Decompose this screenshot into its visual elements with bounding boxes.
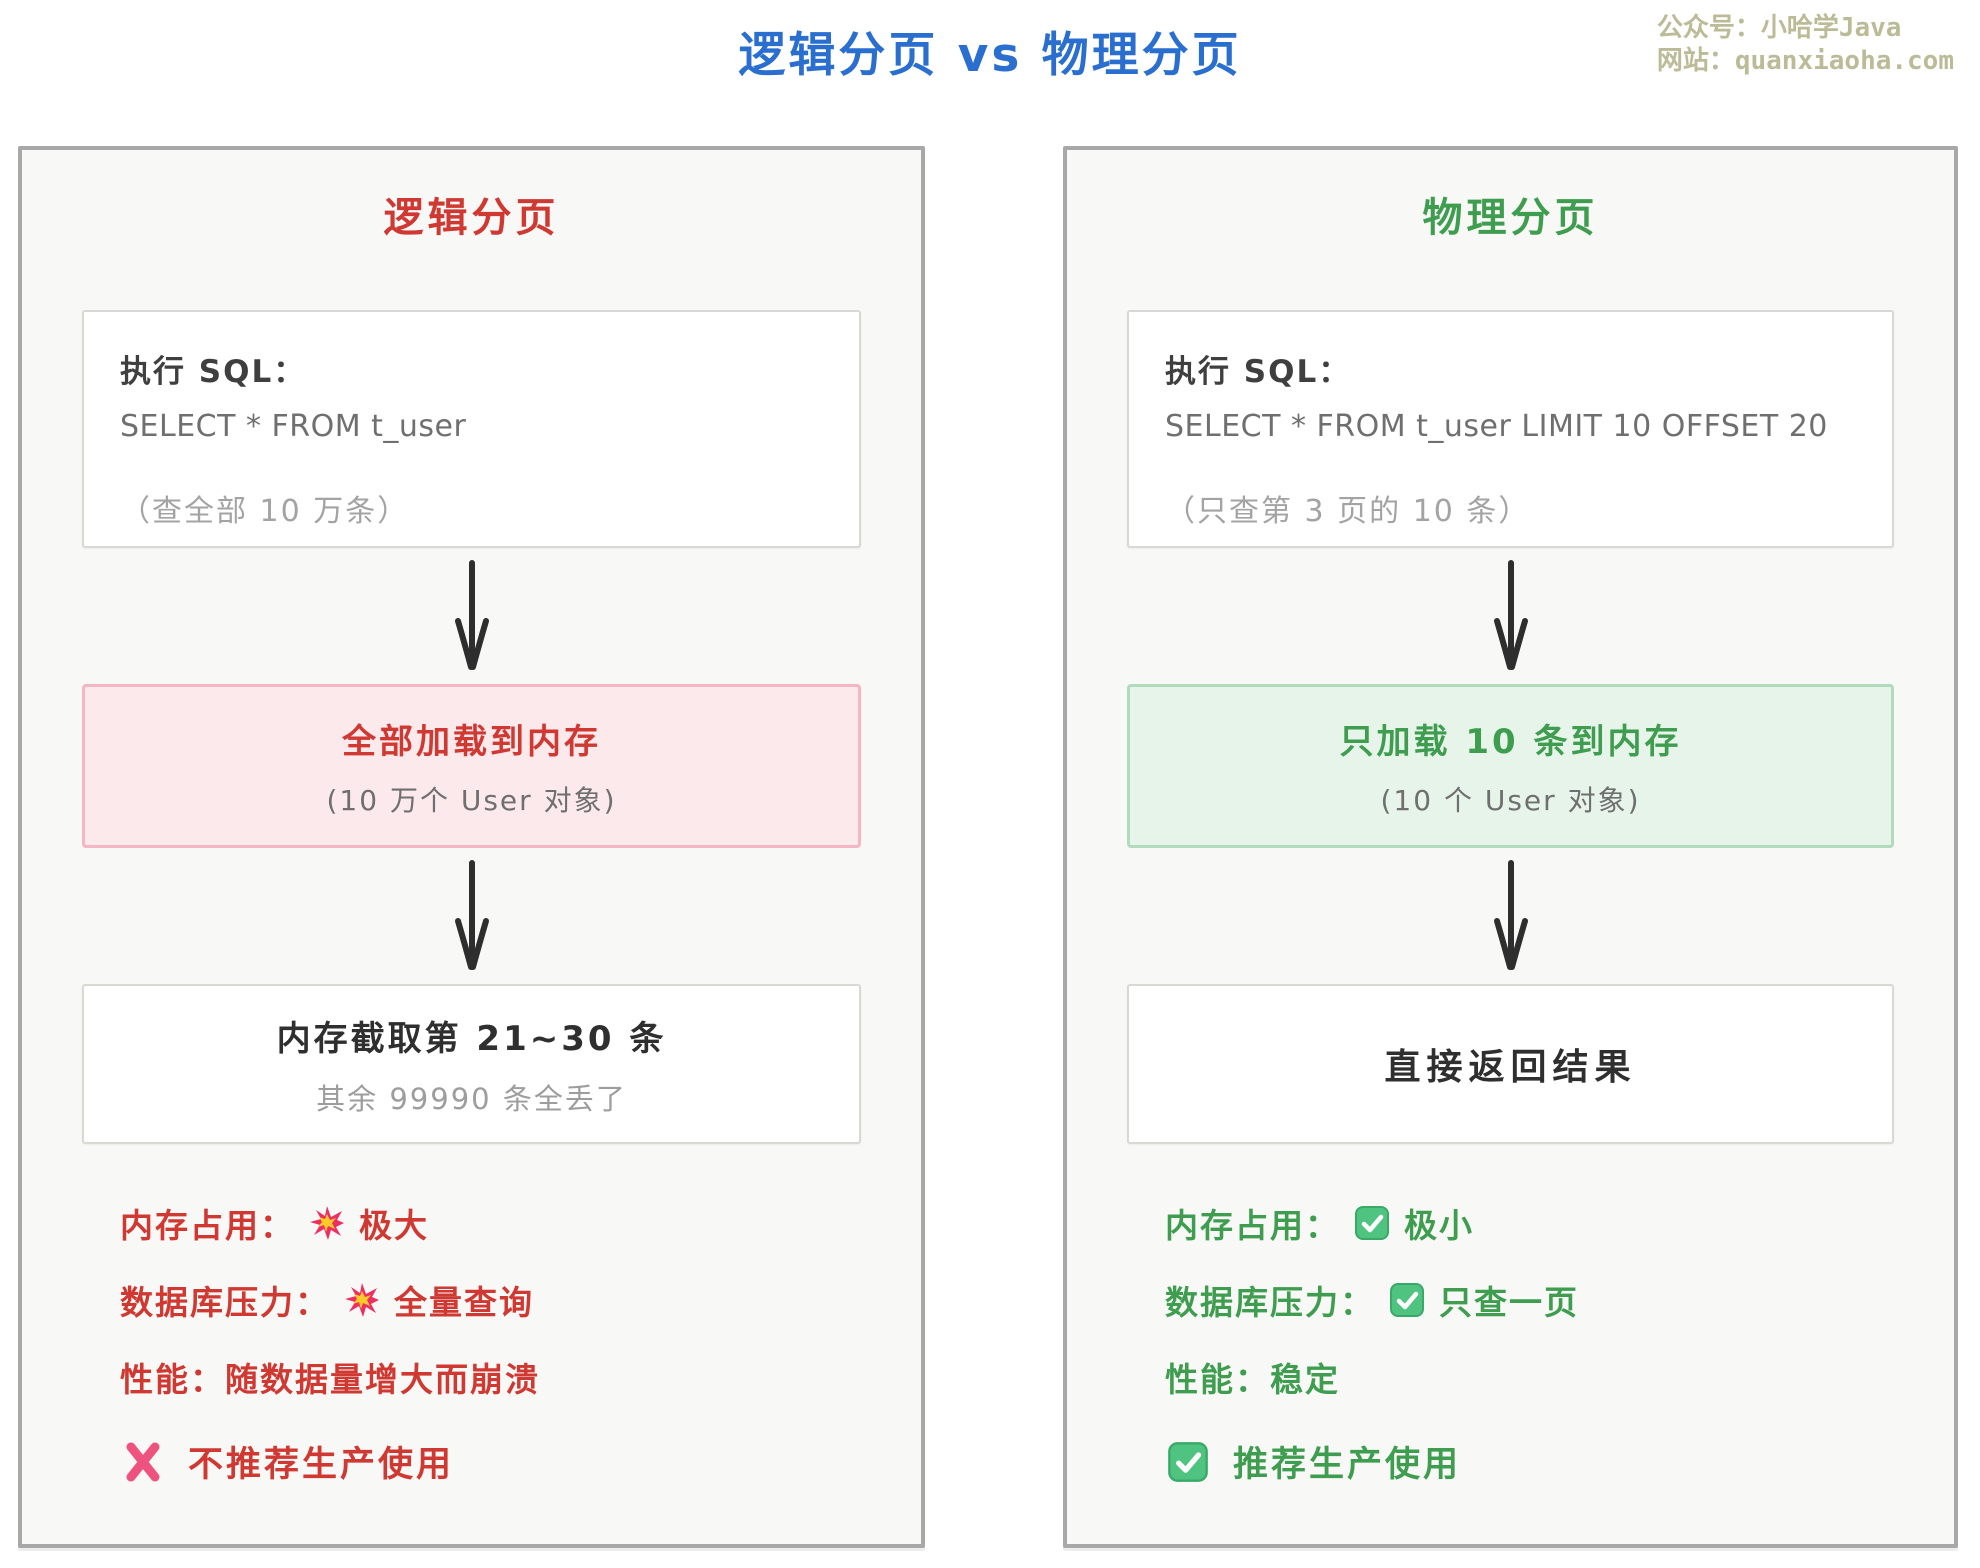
check-mark-icon	[1167, 1441, 1209, 1483]
logical-sql-box: 执行 SQL： SELECT * FROM t_user （查全部 10 万条）	[82, 310, 861, 548]
spec-value: 极大	[359, 1206, 429, 1245]
spec-label: 内存占用：	[120, 1206, 295, 1245]
physical-sql-box: 执行 SQL： SELECT * FROM t_user LIMIT 10 OF…	[1127, 310, 1894, 548]
cross-mark-icon	[122, 1442, 164, 1482]
sql-note: （查全部 10 万条）	[120, 494, 410, 529]
physical-verdict: 推荐生产使用	[1127, 1436, 1894, 1487]
sql-statement: SELECT * FROM t_user	[120, 409, 467, 444]
spec-memory-usage: 内存占用： 极大	[120, 1200, 861, 1246]
logical-panel-title: 逻辑分页	[383, 195, 560, 241]
spec-performance: 性能：随数据量增大而崩溃	[120, 1354, 861, 1400]
physical-panel-title: 物理分页	[1422, 195, 1599, 241]
collision-emoji-icon	[344, 1282, 380, 1318]
logical-paging-panel: 逻辑分页 执行 SQL： SELECT * FROM t_user （查全部 1…	[18, 146, 925, 1548]
spec-performance: 性能：稳定	[1165, 1354, 1894, 1400]
physical-memory-box: 只加载 10 条到内存 (10 个 User 对象)	[1127, 684, 1894, 848]
physical-paging-panel: 物理分页 执行 SQL： SELECT * FROM t_user LIMIT …	[1063, 146, 1958, 1548]
collision-emoji-icon	[309, 1205, 345, 1241]
sql-label: 执行 SQL：	[1165, 354, 1352, 390]
watermark-wechat: 公众号：小哈学Java	[1656, 13, 1902, 43]
spec-value: 极小	[1404, 1206, 1474, 1245]
down-arrow-icon	[82, 548, 861, 684]
down-arrow-icon	[82, 848, 861, 984]
result-box-title: 内存截取第 21~30 条	[276, 1018, 667, 1059]
spec-label: 内存占用：	[1165, 1206, 1340, 1245]
spec-value: 全量查询	[394, 1283, 534, 1322]
watermark: 公众号：小哈学Java 网站：quanxiaoha.com	[1657, 12, 1954, 77]
check-mark-icon	[1354, 1205, 1390, 1241]
logical-spec-list: 内存占用： 极大 数据库压力： 全量查询	[82, 1200, 861, 1400]
memory-box-title: 只加载 10 条到内存	[1339, 721, 1682, 762]
spec-label: 性能：稳定	[1165, 1360, 1340, 1399]
page-header: 逻辑分页 vs 物理分页 公众号：小哈学Java 网站：quanxiaoha.c…	[0, 0, 1980, 146]
down-arrow-icon	[1127, 548, 1894, 684]
spec-label: 数据库压力：	[120, 1283, 330, 1322]
spec-label: 性能：随数据量增大而崩溃	[120, 1360, 540, 1399]
memory-box-subtitle: (10 万个 User 对象)	[326, 783, 617, 817]
down-arrow-icon	[1127, 848, 1894, 984]
spec-db-pressure: 数据库压力： 全量查询	[120, 1277, 861, 1323]
logical-result-box: 内存截取第 21~30 条 其余 99990 条全丢了	[82, 984, 861, 1144]
spec-db-pressure: 数据库压力： 只查一页	[1165, 1277, 1894, 1323]
verdict-text: 推荐生产使用	[1233, 1445, 1462, 1485]
physical-spec-list: 内存占用： 极小 数据库压力： 只查一页	[1127, 1200, 1894, 1400]
comparison-panels: 逻辑分页 执行 SQL： SELECT * FROM t_user （查全部 1…	[0, 146, 1980, 1548]
sql-note: （只查第 3 页的 10 条）	[1165, 494, 1531, 529]
logical-verdict: 不推荐生产使用	[82, 1436, 861, 1487]
result-box-subtitle: 其余 99990 条全丢了	[316, 1081, 627, 1116]
memory-box-subtitle: (10 个 User 对象)	[1380, 783, 1641, 817]
check-mark-icon	[1389, 1282, 1425, 1318]
physical-result-box: 直接返回结果	[1127, 984, 1894, 1144]
memory-box-title: 全部加载到内存	[342, 721, 601, 762]
spec-value: 只查一页	[1439, 1283, 1579, 1322]
logical-memory-box: 全部加载到内存 (10 万个 User 对象)	[82, 684, 861, 848]
result-box-title: 直接返回结果	[1384, 1047, 1637, 1088]
sql-statement: SELECT * FROM t_user LIMIT 10 OFFSET 20	[1165, 409, 1828, 444]
spec-label: 数据库压力：	[1165, 1283, 1375, 1322]
watermark-website: 网站：quanxiaoha.com	[1656, 45, 1954, 76]
spec-memory-usage: 内存占用： 极小	[1165, 1200, 1894, 1246]
sql-label: 执行 SQL：	[120, 354, 307, 390]
page-title: 逻辑分页 vs 物理分页	[738, 28, 1242, 83]
verdict-text: 不推荐生产使用	[188, 1445, 455, 1485]
